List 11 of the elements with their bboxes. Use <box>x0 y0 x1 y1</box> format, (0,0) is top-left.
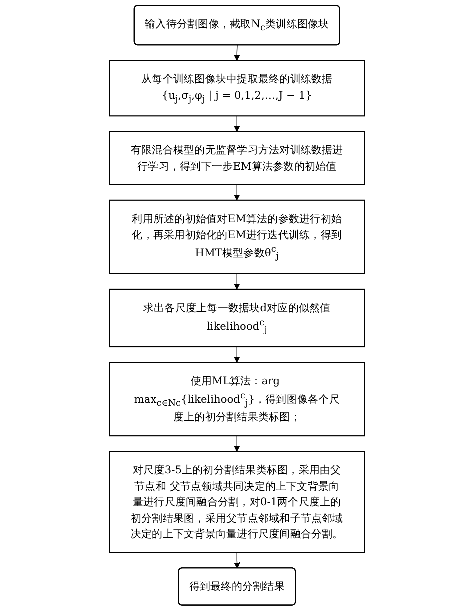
node-box: 从每个训练图像块中提取最终的训练数据{u$_{j}$,σ$_{j}$,φ$_{j}$ | j = 0,1,2,…,J − 1} <box>109 60 365 117</box>
arrow <box>234 436 240 452</box>
arrow <box>234 346 240 363</box>
arrow <box>234 552 240 569</box>
arrow <box>234 184 240 201</box>
arrow <box>234 45 240 61</box>
node-box: 有限混合模型的无监督学习方法对训练数据进行学习，得到下一步EM算法参数的初始值 <box>109 131 365 186</box>
node-box: 使用ML算法：arg max$_{c∈Nc}${likelihood$^{c}$$_{j}$}，得到图像各个尺度上的初分割结果类标图； <box>109 362 365 437</box>
node-box: 对尺度3-5上的初分割结果类标图，采用由父节点和 父节点领域共同决定的上下文背景向量进行尺度间融合分割，对0-1两个尺度上的初分割结果图，采用父节点邻域和子节点邻域决定的上下文背景向量进行尺度间融合分割。 <box>109 451 365 554</box>
arrow <box>234 274 240 290</box>
arrow <box>234 116 240 132</box>
